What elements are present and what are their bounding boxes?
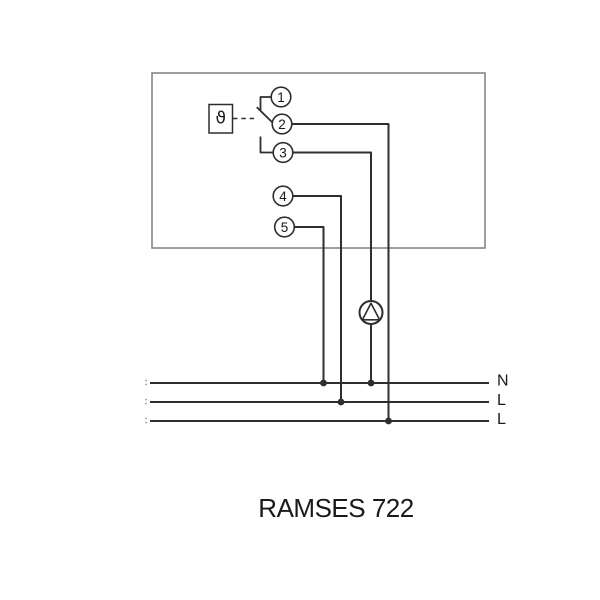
terminal-4: 4 <box>272 185 294 207</box>
terminal-2-circle <box>271 113 293 135</box>
theta-temperature-icon: ϑ <box>216 109 227 129</box>
terminals: 1 2 3 4 5 <box>270 86 296 238</box>
junction-dot-5-N <box>320 379 327 387</box>
switch-contact-3 <box>259 136 273 154</box>
bus-label-L2: L <box>497 411 506 428</box>
terminal-2: 2 <box>271 113 293 135</box>
terminal-3-circle <box>272 141 294 164</box>
pump-circle-icon <box>358 300 384 325</box>
product-title: RAMSES 722 <box>258 493 413 523</box>
terminal-2-label: 2 <box>278 117 286 132</box>
terminal-4-circle <box>272 185 294 207</box>
terminal-5-circle <box>273 216 296 238</box>
mains-bus-lines: N L L <box>145 373 509 428</box>
terminal-1-label: 1 <box>277 90 285 105</box>
terminal-wires <box>292 123 390 421</box>
terminal-4-label: 4 <box>279 189 287 204</box>
junction-dots <box>320 379 392 425</box>
terminal-5: 5 <box>273 216 296 238</box>
bus-label-N: N <box>497 373 509 390</box>
junction-dot-2-L2 <box>385 417 392 425</box>
wire-terminal3-to-N <box>293 151 372 383</box>
terminal-1: 1 <box>270 86 292 108</box>
line-break-marks <box>145 379 147 424</box>
wire-terminal2-to-L2 <box>292 123 390 421</box>
pump-triangle-icon <box>361 302 381 321</box>
pump-symbol <box>358 300 384 325</box>
junction-dot-3-N <box>367 379 375 387</box>
thermostat-sensor-box <box>208 103 234 134</box>
terminal-3: 3 <box>272 141 294 164</box>
thermostat-sensor: ϑ <box>208 103 256 134</box>
device-outline-rect <box>151 72 486 249</box>
terminal-1-circle <box>270 86 292 108</box>
wire-terminal5-to-N <box>294 226 325 383</box>
junction-dot-4-L1 <box>337 398 345 406</box>
terminal-5-label: 5 <box>281 220 289 235</box>
bus-label-L1: L <box>497 392 506 409</box>
switch-contact-1 <box>259 96 272 111</box>
switch-arm <box>256 106 274 124</box>
changeover-switch <box>256 96 274 154</box>
terminal-3-label: 3 <box>279 146 287 161</box>
wire-terminal4-to-L1 <box>293 195 342 402</box>
